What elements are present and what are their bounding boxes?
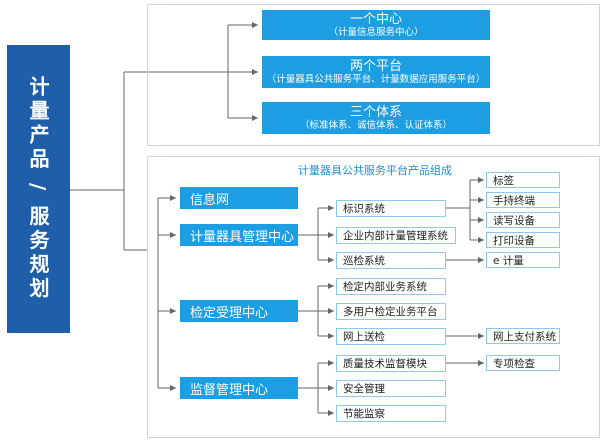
systems-box-subtitle: （标准体系、诚信体系、认证体系） (299, 119, 452, 131)
platforms-box: 两个平台 （计量器具公共服务平台、计量数据应用服务平台） (262, 56, 490, 88)
leaf-label: 标签 (486, 172, 560, 188)
plan-title: 计量产品 / 服务规划 (26, 76, 50, 302)
panel-title: 计量器具公共服务平台产品组成 (298, 164, 452, 177)
item-safety-mgmt: 安全管理 (336, 380, 446, 397)
item-multi-user-platform: 多用户检定业务平台 (336, 303, 446, 320)
center-box: 一个中心 （计量信息服务中心） (262, 10, 490, 40)
item-quality-module: 质量技术监督模块 (336, 355, 446, 372)
leaf-handheld: 手持终端 (486, 192, 560, 208)
item-online-submission: 网上送检 (336, 328, 446, 345)
center-box-subtitle: （计量信息服务中心） (328, 26, 424, 38)
systems-box-title: 三个体系 (349, 104, 402, 120)
item-energy-inspection: 节能监察 (336, 405, 446, 422)
systems-box: 三个体系 （标准体系、诚信体系、认证体系） (262, 102, 490, 134)
leaf-special-check: 专项检查 (486, 355, 560, 371)
platforms-box-subtitle: （计量器具公共服务平台、计量数据应用服务平台） (266, 73, 486, 85)
plan-title-block: 计量产品 / 服务规划 (7, 45, 70, 333)
category-info-net: 信息网 (180, 187, 298, 209)
item-marking-system: 标识系统 (336, 200, 446, 217)
item-enterprise-system: 企业内部计量管理系统 (336, 227, 456, 244)
leaf-e-metering: e 计量 (486, 252, 560, 268)
platforms-box-title: 两个平台 (349, 58, 402, 74)
item-inspection-system: 巡检系统 (336, 252, 446, 269)
center-box-title: 一个中心 (349, 11, 402, 27)
leaf-reader: 读写设备 (486, 212, 560, 228)
category-verification: 检定受理中心 (180, 300, 298, 322)
item-internal-business: 检定内部业务系统 (336, 278, 446, 295)
category-supervision: 监督管理中心 (180, 377, 298, 399)
category-instrument-mgmt: 计量器具管理中心 (180, 224, 298, 246)
leaf-online-payment: 网上支付系统 (486, 328, 560, 344)
leaf-printer: 打印设备 (486, 232, 560, 248)
